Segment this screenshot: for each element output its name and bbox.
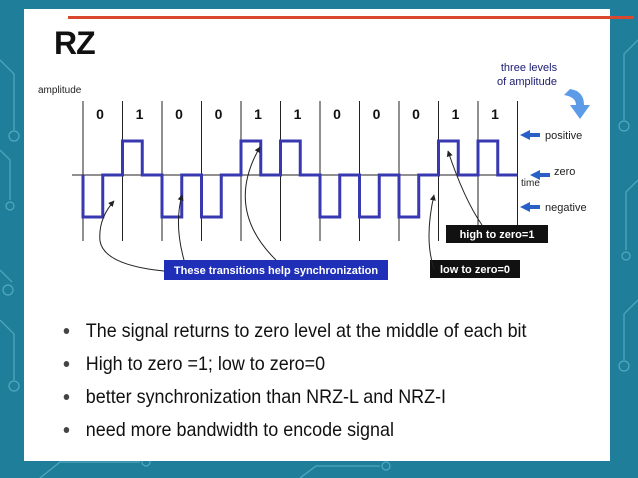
levels-note-line2: of amplitude bbox=[497, 76, 557, 88]
rz-signal-waveform bbox=[81, 139, 518, 219]
time-label: time bbox=[521, 178, 540, 189]
negative-level-label: negative bbox=[545, 202, 587, 214]
low-to-zero-box bbox=[430, 260, 520, 278]
sync-pointer-3 bbox=[244, 146, 277, 261]
bit-value-label: 0 bbox=[412, 106, 420, 122]
bullet-text: High to zero =1; low to zero=0 bbox=[85, 353, 326, 375]
bullet-item: High to zero =1; low to zero=0 bbox=[60, 348, 527, 381]
levels-note-line1: three levels bbox=[501, 62, 558, 74]
slide-title: RZ bbox=[54, 25, 96, 61]
low-to-zero-pointer bbox=[428, 194, 436, 270]
bullet-text: better synchronization than NRZ-L and NR… bbox=[85, 386, 447, 408]
positive-level-label: positive bbox=[545, 130, 582, 142]
rz-encoding-diagram: three levels of amplitude amplitude time… bbox=[38, 62, 590, 280]
slide: RZ three levels of amplitude amplitude t… bbox=[24, 9, 634, 461]
low-to-zero-label: low to zero=0 bbox=[440, 264, 510, 276]
zero-level-label: zero bbox=[554, 166, 575, 178]
bullet-item: The signal returns to zero level at the … bbox=[60, 315, 527, 348]
amplitude-label: amplitude bbox=[38, 85, 82, 96]
negative-level-marker: negative bbox=[520, 202, 587, 214]
bit-value-label: 1 bbox=[136, 106, 144, 122]
zero-level-marker: zero bbox=[530, 166, 575, 180]
bullet-list: The signal returns to zero level at the … bbox=[60, 315, 567, 447]
bullet-item: better synchronization than NRZ-L and NR… bbox=[60, 381, 527, 414]
bullet-dot-icon bbox=[63, 394, 70, 400]
bullet-dot-icon bbox=[63, 361, 70, 367]
bullet-dot-icon bbox=[63, 328, 70, 334]
title-accent-rule bbox=[68, 16, 634, 19]
levels-down-arrow bbox=[564, 89, 590, 119]
positive-level-marker: positive bbox=[520, 130, 582, 142]
bit-value-label: 0 bbox=[96, 106, 104, 122]
bit-value-label: 0 bbox=[373, 106, 381, 122]
bit-value-label: 1 bbox=[294, 106, 302, 122]
sync-pointer-1 bbox=[99, 200, 165, 272]
bit-value-label: 0 bbox=[333, 106, 341, 122]
bit-value-label: 1 bbox=[452, 106, 460, 122]
bit-value-label: 0 bbox=[175, 106, 183, 122]
bullet-dot-icon bbox=[63, 427, 70, 433]
sync-callout-box bbox=[164, 260, 388, 280]
high-to-zero-box bbox=[446, 225, 548, 243]
sync-pointer-2 bbox=[177, 194, 185, 261]
sync-callout-label: These transitions help synchronization bbox=[174, 265, 378, 277]
bit-value-label: 1 bbox=[254, 106, 262, 122]
bullet-item: need more bandwidth to encode signal bbox=[60, 414, 527, 447]
bullet-text: The signal returns to zero level at the … bbox=[85, 320, 527, 342]
high-to-zero-label: high to zero=1 bbox=[460, 229, 535, 241]
bullet-text: need more bandwidth to encode signal bbox=[85, 419, 394, 441]
high-to-zero-pointer bbox=[446, 150, 483, 226]
bit-value-label: 1 bbox=[491, 106, 499, 122]
bit-value-label: 0 bbox=[215, 106, 223, 122]
